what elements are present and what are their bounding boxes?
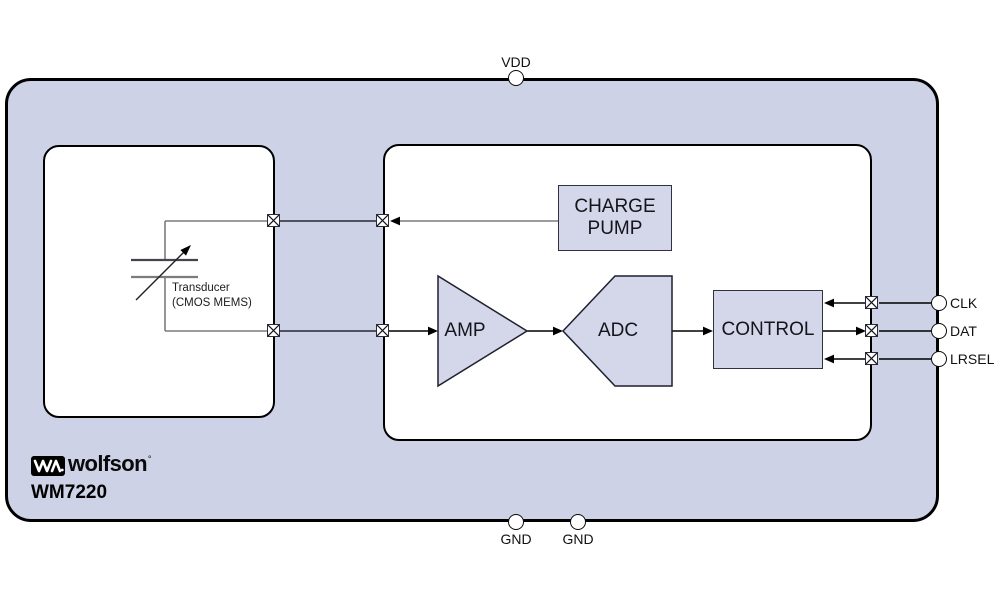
pad-icon-clk	[865, 296, 878, 309]
pad-icon	[376, 324, 389, 337]
vdd-pin	[508, 70, 524, 86]
gnd-pin-2	[570, 514, 586, 530]
lrsel-pin	[931, 351, 947, 367]
registered-mark: °	[147, 454, 152, 464]
clk-pin	[931, 295, 947, 311]
pad-icon	[267, 324, 280, 337]
pad-icon	[376, 214, 389, 227]
wolfson-logo-icon	[31, 456, 65, 476]
transducer-label: Transducer (CMOS MEMS)	[172, 282, 252, 309]
control-label: CONTROL	[721, 318, 815, 340]
pad-icon-lrsel	[865, 352, 878, 365]
adc-label: ADC	[597, 320, 639, 341]
charge-pump-label: CHARGE PUMP	[574, 196, 656, 239]
amp-label: AMP	[444, 320, 486, 341]
gnd-pin-label-2: GND	[562, 531, 594, 547]
gnd-pin-label-1: GND	[500, 531, 532, 547]
vdd-pin-label: VDD	[501, 54, 531, 70]
pad-icon-dat	[865, 324, 878, 337]
gnd-pin-1	[508, 514, 524, 530]
wolfson-logo-text: wolfson°	[68, 451, 152, 476]
charge-pump-block: CHARGE PUMP	[558, 185, 672, 251]
pad-icon	[267, 214, 280, 227]
clk-pin-label: CLK	[950, 295, 978, 311]
lrsel-pin-label: LRSEL	[950, 351, 995, 367]
dat-pin	[931, 323, 947, 339]
dat-pin-label: DAT	[950, 323, 977, 339]
control-block: CONTROL	[713, 290, 823, 369]
part-number: WM7220	[31, 482, 108, 503]
